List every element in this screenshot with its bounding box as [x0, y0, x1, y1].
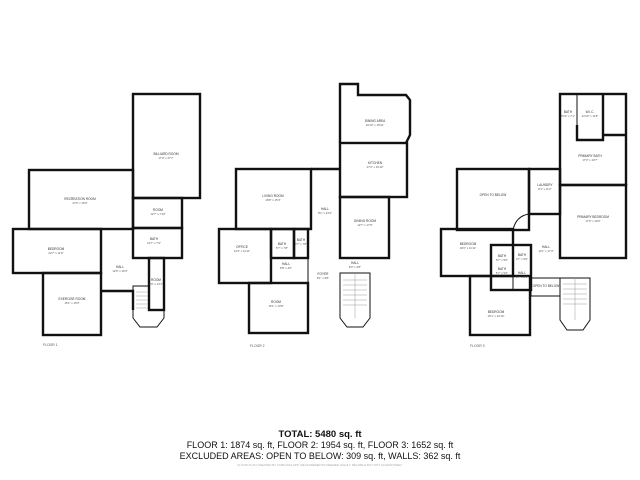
room-label: ROOM	[151, 278, 161, 282]
floor-label: FLOOR 3	[470, 344, 485, 348]
billiard-room-walls	[131, 92, 202, 200]
room-dims: 3'7" x 6'9"	[516, 275, 528, 279]
room-label: DINING AREA	[365, 119, 386, 123]
room-label: OPEN TO BELOW	[533, 284, 560, 288]
room-label: HALL	[116, 265, 124, 269]
floor-3-plan: BATH 5'10" x 7'1" W.I.C. 12'10" x 11'8" …	[439, 92, 628, 348]
stairs-bay	[132, 285, 165, 328]
room-label: LIVING ROOM	[262, 194, 284, 198]
floor-areas: FLOOR 1: 1874 sq. ft, FLOOR 2: 1954 sq. …	[186, 440, 454, 450]
floor-label: FLOOR 1	[43, 343, 58, 347]
room-label: BILLIARD ROOM	[154, 152, 179, 156]
room-label: FOYER	[318, 272, 330, 276]
room-dims: 18'2" x 11'11"	[460, 246, 476, 250]
room-label: LAUNDRY	[537, 183, 553, 187]
room-label: BATH	[564, 110, 573, 114]
room-label: BEDROOM	[48, 247, 65, 251]
room-label: ROOM	[153, 208, 163, 212]
room-dims: 8'1" x 23'3"	[318, 211, 332, 215]
room-walls	[247, 281, 310, 335]
room-label: W.I.C.	[586, 110, 595, 114]
room-dims: 5'10" x 7'1"	[561, 114, 575, 118]
room-dims: 5'7" x 7'8"	[276, 246, 288, 250]
primary-bedroom-walls	[558, 183, 628, 260]
room-dims: 17'0" x 19'0"	[585, 219, 600, 223]
room-label: HALL	[542, 245, 550, 249]
stairs	[563, 278, 587, 320]
room-label: HALL	[351, 261, 359, 265]
room-dims: 20'10" x 15'10"	[366, 123, 384, 127]
room-label: BEDROOM	[488, 310, 505, 314]
laundry-walls	[527, 167, 562, 216]
room-label: BATH	[278, 242, 287, 246]
bath-walls	[292, 227, 310, 260]
room-label: HALL	[321, 207, 329, 211]
floor-label: FLOOR 2	[250, 344, 265, 348]
room-label: DINING ROOM	[354, 219, 376, 223]
room-dims: 18'8" x 15'3"	[265, 198, 280, 202]
office-walls	[217, 227, 273, 285]
bath-cluster-walls	[489, 243, 533, 292]
disclaimer: FLOOR PLAN CREATED BY CUBICASA APP. MEAS…	[237, 463, 403, 467]
room-label: RECREATION ROOM	[64, 197, 96, 201]
dining-area-walls	[338, 82, 412, 144]
room-dims: 22'7" x 11'9"	[48, 251, 63, 255]
room-label: BATH	[498, 267, 507, 271]
room-dims: 4'9" x 13'1"	[149, 282, 163, 286]
exercise-room-walls	[41, 271, 103, 337]
room-dims: 12'7" x 7'9"	[147, 241, 161, 245]
room-dims: 8'1" x 11'2"	[538, 187, 552, 191]
room-label: PRIMARY BATH	[578, 154, 602, 158]
floor-2-plan: DINING AREA 20'10" x 15'10" KITCHEN 17'0…	[217, 82, 412, 348]
room-dims: 17'0" x 10'7"	[582, 158, 597, 162]
room-dims: 12'10" x 11'8"	[582, 114, 599, 118]
room-dims: 8'0" x 2'8"	[349, 265, 361, 269]
room-dims: 15'1" x 12'10"	[488, 314, 505, 318]
room-dims: 9'8" x 4'0"	[280, 266, 292, 270]
room-label: OPEN TO BELOW	[480, 193, 507, 197]
room-label: BATH	[150, 237, 159, 241]
room-label: KITCHEN	[368, 161, 383, 165]
floor-1-plan: BILLIARD ROOM 17'0" x 27'7" RECREATION R…	[11, 92, 202, 347]
room-dims: 17'0" x 13'10"	[367, 165, 384, 169]
stairs-bay	[339, 272, 371, 328]
room-dims: 3'7" x 5'0"	[516, 257, 528, 261]
room-dims: 12'9" x 16'3"	[112, 269, 127, 273]
room-label: BATH	[498, 254, 507, 258]
room-label: PRIMARY BEDROOM	[577, 215, 609, 219]
room-dims: 17'0" x 27'7"	[158, 156, 173, 160]
wic-walls	[575, 94, 605, 142]
room-label: HALL	[282, 262, 290, 266]
room-label: BEDROOM	[460, 242, 477, 246]
dining-room-walls	[338, 195, 391, 260]
room-label: OFFICE	[236, 245, 248, 249]
kitchen-walls	[338, 141, 409, 199]
excluded-areas: EXCLUDED AREAS: OPEN TO BELOW: 309 sq. f…	[179, 451, 461, 461]
hall-walls	[101, 289, 135, 310]
curved-wall	[512, 213, 530, 231]
room-dims: 8'1" x 9'8"	[317, 276, 329, 280]
room-dims: 12'1" x 17'3"	[538, 249, 553, 253]
room-dims: 12'7" x 17'9"	[357, 223, 372, 227]
room-dims: 12'7" x 7'10"	[150, 212, 165, 216]
total-area: TOTAL: 5480 sq. ft	[278, 429, 362, 440]
room-label: BATH	[297, 238, 306, 242]
room-dims: 15'1" x 13'8"	[268, 304, 283, 308]
stairs-bay	[559, 277, 591, 331]
open-to-below-walls	[455, 167, 531, 232]
room-dims: 3'7" x 7'8"	[295, 242, 307, 246]
stairs	[136, 291, 148, 309]
room-label: BATH	[518, 253, 527, 257]
room-dims: 15'1" x 15'3"	[64, 301, 79, 305]
room-label: ROOM	[271, 300, 281, 304]
stairs	[343, 273, 367, 318]
bedroom-walls	[468, 274, 532, 337]
room-dims: 5'7" x 5'2"	[496, 271, 508, 275]
room-dims: 13'3" x 11'11"	[234, 249, 250, 253]
room-dims: 5'7" x 5'0"	[496, 258, 508, 262]
room-label: HALL	[518, 271, 526, 275]
room-label: EXERCISE ROOM	[59, 297, 86, 301]
room-dims: 27'0" x 15'0"	[72, 201, 87, 205]
